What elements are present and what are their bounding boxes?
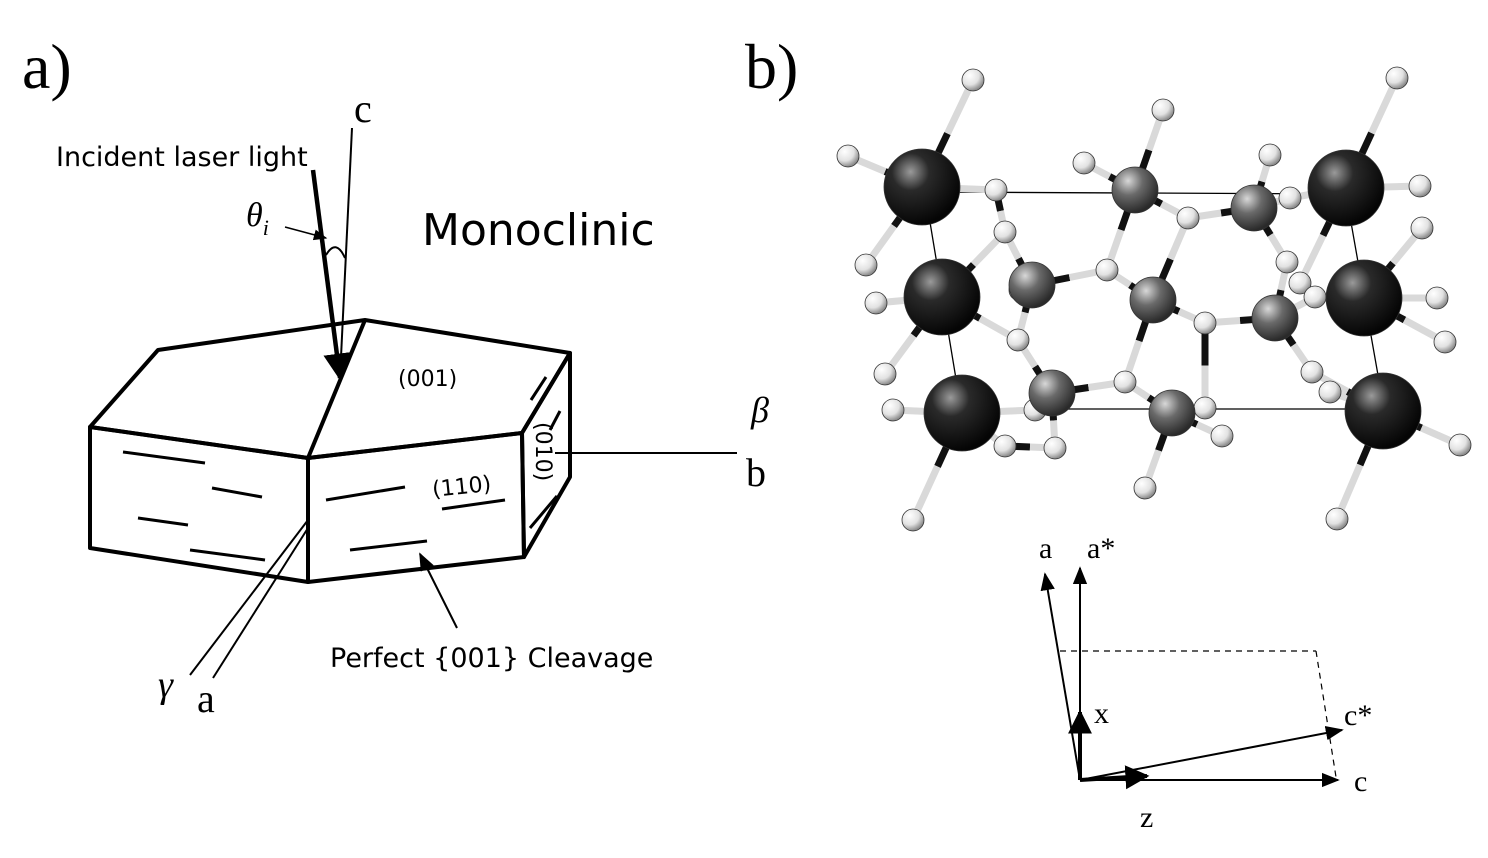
a-star-vector-label: a* [1087,532,1115,565]
small-atom [1043,436,1067,460]
small-atom [1385,66,1409,90]
small-atom [873,362,897,386]
theta-label: θi [246,197,269,240]
small-atom [1278,186,1302,210]
cleavage-lines [122,376,562,562]
panel-a-label: a) [22,31,72,102]
crystal-outline [88,318,572,584]
small-atom [993,220,1017,244]
large-atom [1325,259,1403,337]
panel-a: a) c Incident laser light [22,31,769,721]
medium-atom [1028,369,1076,417]
z-vector-label: z [1140,801,1153,834]
small-atom [1325,507,1349,531]
large-atom [923,374,1001,452]
medium-atom [1111,166,1159,214]
panel-b-label: b) [745,31,798,102]
c-vector-label: c [1354,765,1367,798]
small-atom [1448,433,1472,457]
b-axis-label: b [746,450,766,495]
small-atom [1275,250,1299,274]
small-atom [1193,396,1217,420]
small-atom [1258,143,1282,167]
crystal-left-face [88,425,310,584]
medium-atom [1251,294,1299,342]
large-atom [1344,372,1422,450]
incident-laser-label: Incident laser light [56,142,308,173]
a-vector [1040,572,1081,781]
small-atom [901,508,925,532]
a-axis-label: a [197,676,215,721]
medium-atom [1008,261,1056,309]
small-atom [836,144,860,168]
large-atom [903,258,981,336]
small-atom [1072,151,1096,175]
medium-atom [1129,276,1177,324]
small-atom [864,291,888,315]
c-star-vector [1079,725,1344,781]
theta-pointer [284,226,328,241]
a-axis-line [212,527,309,679]
cleavage-label: Perfect {001} Cleavage [330,643,653,674]
z-vector [1079,765,1150,790]
small-atom [1176,206,1200,230]
small-atom [1433,330,1457,354]
small-atom [1303,285,1327,309]
gamma-label: γ [158,664,174,706]
medium-atom [1148,389,1196,437]
small-atom [1006,328,1030,352]
crystal-right-face [520,351,572,559]
small-atom [1288,271,1312,295]
small-atom [1318,380,1342,404]
gamma-line [189,519,309,676]
x-vector-label: x [1094,697,1109,730]
axes-diagram: a a* x c* c z [1039,532,1372,834]
small-atom [1133,476,1157,500]
c-axis-line [339,127,353,379]
medium-atom [1230,184,1278,232]
top-face-edge [306,319,367,459]
dashed-line-vertical [1315,650,1337,778]
face-001-label: (001) [398,367,457,392]
face-110-label: (110) [431,472,492,503]
small-atom [1151,98,1175,122]
beta-label: β [750,390,769,430]
crystal-system-label: Monoclinic [422,205,655,256]
small-atom [984,178,1008,202]
small-atom [1113,370,1137,394]
face-010-label: (010) [530,422,555,481]
cleavage-pointer [419,552,458,629]
small-atom [881,398,905,422]
small-atom [854,253,878,277]
small-atom [1408,174,1432,198]
small-atom [1410,216,1434,240]
small-atom [1300,360,1324,384]
small-atom [961,68,985,92]
theta-arc [325,246,346,259]
a-vector-label: a [1039,532,1052,565]
c-star-vector-label: c* [1344,699,1372,732]
small-atom [1425,286,1449,310]
small-atom [1210,424,1234,448]
crystal-front-face [306,431,526,584]
incident-laser-arrow [310,169,351,381]
small-atom [1193,311,1217,335]
small-atom [1095,258,1119,282]
small-atom [993,434,1017,458]
large-atom [883,148,961,226]
crystal-atoms [836,66,1472,532]
large-atom [1307,149,1385,227]
panel-b: b) a a* x c* c z [745,31,1472,834]
c-axis-label: c [354,86,372,131]
